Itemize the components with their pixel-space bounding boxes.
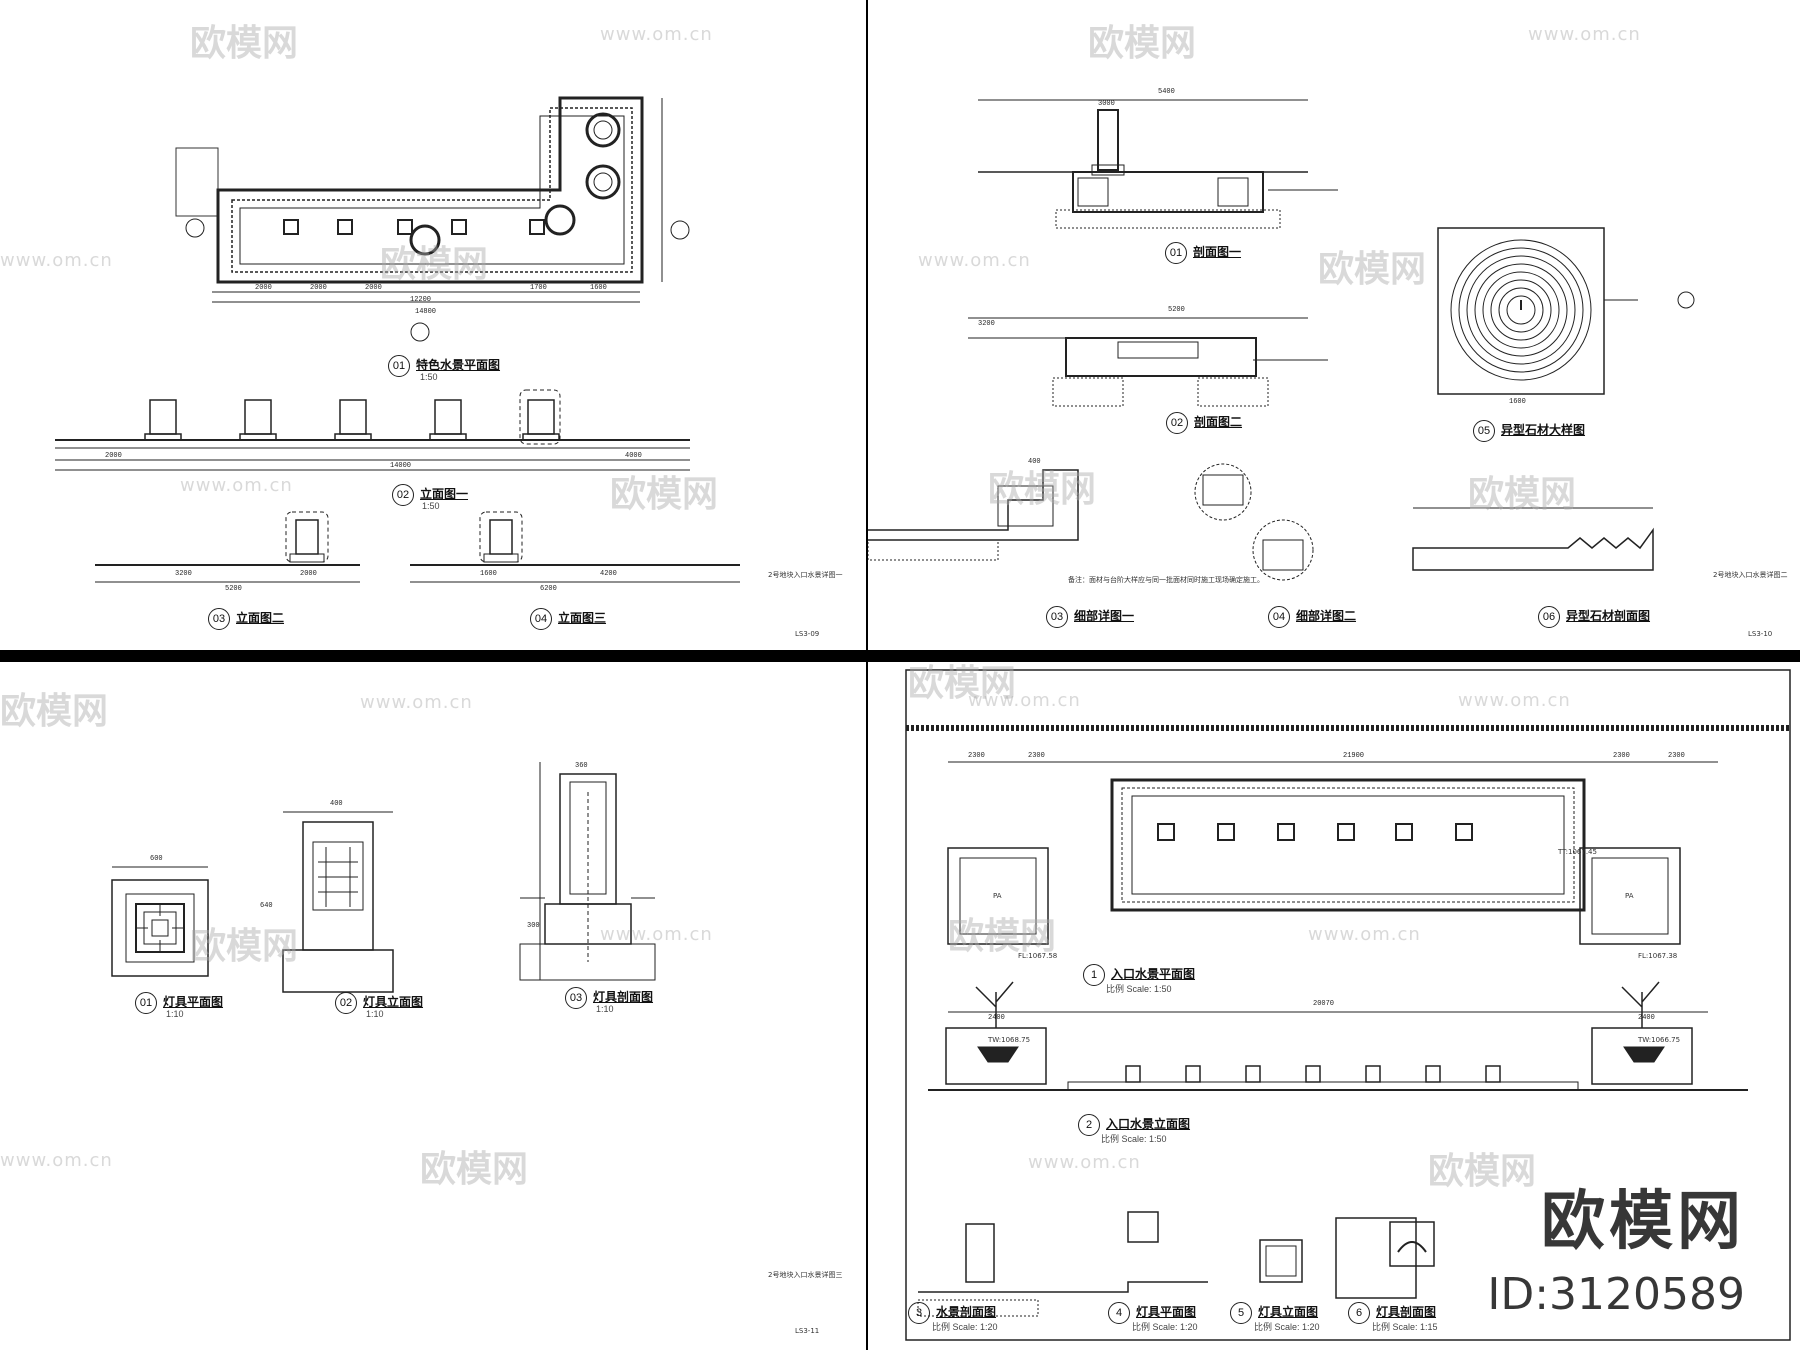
plan-dim-overall: 21900 <box>1343 752 1365 760</box>
sec1-dim-overall: 5400 <box>1158 88 1175 96</box>
plan-area-label: PA <box>1625 892 1634 900</box>
level-mark: FL:1067.58 <box>1018 952 1058 960</box>
plan-dim-bay: 2000 <box>255 284 272 292</box>
drawing-code: LS3-10 <box>1748 630 1773 638</box>
stone-dim: 1600 <box>1509 398 1526 406</box>
view-scale: 比例 Scale: 1:15 <box>1372 1322 1438 1332</box>
plan-dim: 600 <box>150 855 163 863</box>
elev2-dim: 2000 <box>300 570 317 578</box>
brand-logo-text: 欧模网 <box>1541 1185 1745 1259</box>
sec1-dim: 3000 <box>1098 100 1115 108</box>
plan-dim: 2300 <box>1668 752 1685 760</box>
level-mark: TW:1066.75 <box>1638 1036 1681 1044</box>
sec-dim: 300 <box>527 922 540 930</box>
sec-dim: 360 <box>575 762 588 770</box>
view-scale: 1:10 <box>166 1009 184 1019</box>
elev3-dim: 4200 <box>600 570 617 578</box>
level-mark: FL:1067.38 <box>1638 952 1678 960</box>
elev-dim-bay: 4000 <box>625 452 642 460</box>
note-text: 备注：面材与台阶大样应与同一批面材同时施工现场确定施工。 <box>1068 576 1264 584</box>
view-scale: 比例 Scale: 1:20 <box>932 1322 998 1332</box>
view-scale: 1:50 <box>420 372 438 382</box>
plan-dim-bay: 1600 <box>590 284 607 292</box>
drawing-code: LS3-09 <box>795 630 820 638</box>
plan-dim-water: 12200 <box>410 296 432 304</box>
view-scale: 比例 Scale: 1:20 <box>1254 1322 1320 1332</box>
plan-dim-overall: 14800 <box>415 308 437 316</box>
sheet3-linework <box>111 762 656 993</box>
level-mark: TW:1068.75 <box>988 1036 1031 1044</box>
elev-dim-overall: 20070 <box>1313 1000 1335 1008</box>
view-scale: 1:10 <box>596 1004 614 1014</box>
drawing-title: 2号地块入口水景详图一 <box>768 571 843 579</box>
sec2-dim: 5200 <box>1168 306 1185 314</box>
elev3-dim: 6200 <box>540 585 557 593</box>
plan-dim: 2300 <box>968 752 985 760</box>
drawing-title: 2号地块入口水景详图二 <box>1713 571 1788 579</box>
elev-dim: 2400 <box>988 1014 1005 1022</box>
detail1-dim: 400 <box>1028 458 1041 466</box>
view-scale: 1:10 <box>366 1009 384 1019</box>
view-scale: 比例 Scale: 1:50 <box>1101 1134 1167 1144</box>
sheet4-linework <box>905 669 1791 1341</box>
plan-dim-bay: 2000 <box>365 284 382 292</box>
elev2-dim: 5200 <box>225 585 242 593</box>
plan-dim: 2300 <box>1613 752 1630 760</box>
plan-area-label: PA <box>993 892 1002 900</box>
elev-dim: 640 <box>260 902 273 910</box>
plan-dim-bay: 2000 <box>310 284 327 292</box>
elev-dim-bay: 2000 <box>105 452 122 460</box>
sec2-dim: 3200 <box>978 320 995 328</box>
elev-dim: 400 <box>330 800 343 808</box>
view-scale: 1:50 <box>422 501 440 511</box>
view-scale: 比例 Scale: 1:50 <box>1106 984 1172 994</box>
elev3-dim: 1600 <box>480 570 497 578</box>
brand-id-label: ID:3120589 <box>1487 1269 1745 1320</box>
level-mark: TT:1067.45 <box>1558 848 1597 856</box>
elev-dim-overall: 14000 <box>390 462 412 470</box>
plan-dim-bay: 1700 <box>530 284 547 292</box>
view-scale: 比例 Scale: 1:20 <box>1132 1322 1198 1332</box>
sheet2-linework <box>868 99 1695 581</box>
sheet1-linework <box>55 96 740 583</box>
elev2-dim: 3200 <box>175 570 192 578</box>
elev-dim: 2400 <box>1638 1014 1655 1022</box>
plan-dim: 2300 <box>1028 752 1045 760</box>
drawing-title: 2号地块入口水景详图三 <box>768 1271 843 1279</box>
drawing-code: LS3-11 <box>795 1327 820 1335</box>
